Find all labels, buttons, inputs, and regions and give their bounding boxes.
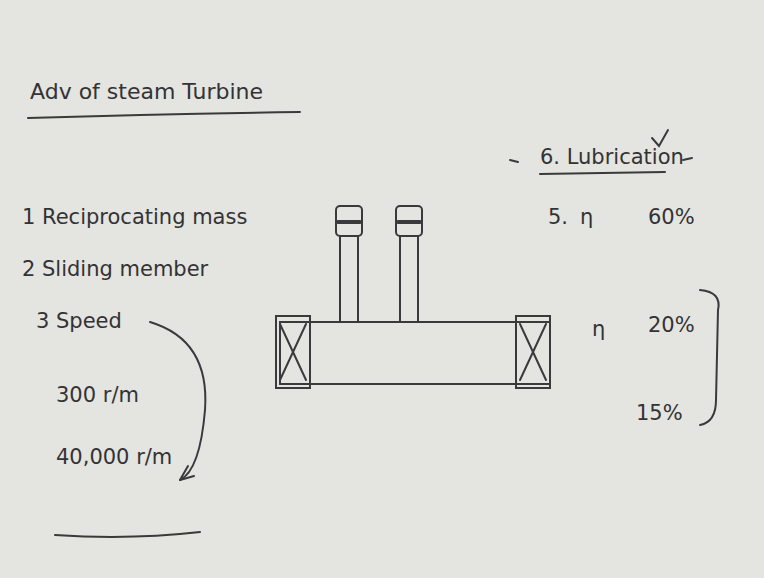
handwritten-note: 2 Sliding member xyxy=(22,258,208,281)
underline xyxy=(55,532,200,537)
blade xyxy=(400,236,418,322)
handwritten-note: 1 Reciprocating mass xyxy=(22,206,247,229)
dash-mark xyxy=(683,158,692,160)
handwritten-note: 6. Lubrication xyxy=(540,146,684,169)
handwritten-note: 60% xyxy=(648,206,695,229)
bracket xyxy=(700,290,719,425)
handwritten-note: 5. xyxy=(548,206,568,229)
handwritten-note: 300 r/m xyxy=(56,384,139,407)
arrow-head xyxy=(180,466,194,480)
title-underline xyxy=(28,112,300,118)
turbine-shaft xyxy=(280,322,550,384)
handwritten-note: η xyxy=(580,206,593,229)
handwritten-note: 20% xyxy=(648,314,695,337)
blade-tip xyxy=(336,206,362,236)
handwritten-note: 3 Speed xyxy=(36,310,122,333)
blade xyxy=(340,236,358,322)
handwritten-note: 15% xyxy=(636,402,683,425)
bearing-cross xyxy=(280,324,306,380)
blade-band xyxy=(398,220,420,224)
dash-mark xyxy=(510,160,518,162)
underline xyxy=(540,172,665,174)
blade-band xyxy=(338,220,360,224)
bearing xyxy=(276,316,310,388)
handwritten-note: η xyxy=(592,318,605,341)
bearing xyxy=(516,316,550,388)
bearing-cross xyxy=(520,324,546,380)
board-title: Adv of steam Turbine xyxy=(30,80,263,104)
blade-tip xyxy=(396,206,422,236)
handwritten-note: 40,000 r/m xyxy=(56,446,172,469)
tick-mark xyxy=(652,130,668,146)
